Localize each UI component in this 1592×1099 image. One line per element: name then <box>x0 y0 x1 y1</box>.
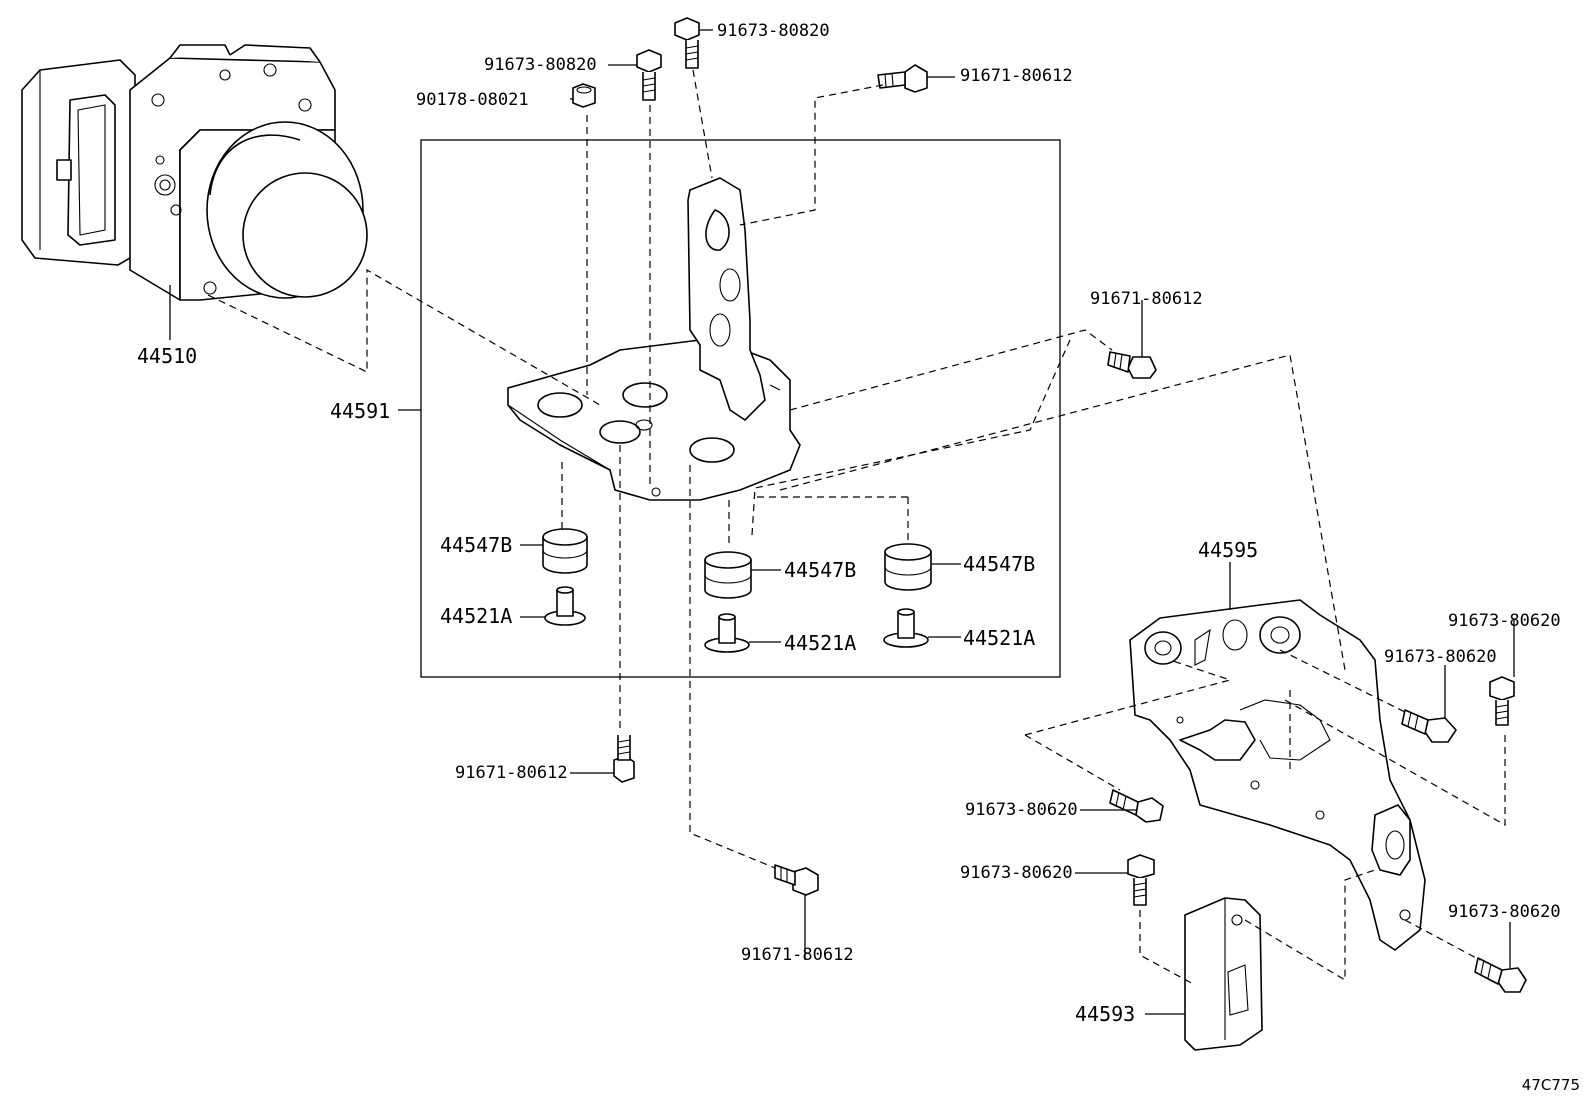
label-bolt-lower-left: 91671-80612 <box>455 763 568 783</box>
cushion-drawing-1 <box>542 528 588 574</box>
bolt-drawing-r2 <box>1401 709 1457 743</box>
bolt-drawing-r3 <box>1109 789 1164 823</box>
bolt-drawing-r4 <box>1127 854 1155 906</box>
nut-drawing-top <box>572 83 596 108</box>
bolt-drawing-top-2 <box>636 49 662 101</box>
label-cushion-2: 44547B <box>784 558 856 582</box>
label-bolt-r5: 91673-80620 <box>1448 902 1561 922</box>
bolt-drawing-r5 <box>1474 957 1527 993</box>
bolt-drawing-mid-right <box>1107 351 1157 379</box>
collar-drawing-3 <box>883 608 929 648</box>
label-cushion-1: 44547B <box>440 533 512 557</box>
assembly-group-box <box>420 139 1061 678</box>
bolt-drawing-lower-left <box>613 735 635 783</box>
bolt-drawing-top-right <box>877 64 928 93</box>
main-bracket-drawing <box>507 177 801 501</box>
collar-drawing-2 <box>704 613 750 653</box>
label-bolt-top-1: 91673-80820 <box>717 21 830 41</box>
reference-code: 47C775 <box>1522 1076 1580 1094</box>
abs-actuator-drawing <box>21 44 368 301</box>
side-bracket-drawing <box>1129 599 1426 951</box>
label-actuator: 44510 <box>137 344 197 368</box>
label-collar-3: 44521A <box>963 626 1035 650</box>
label-bolt-mid-right: 91671-80612 <box>1090 289 1203 309</box>
cushion-drawing-3 <box>884 543 932 591</box>
label-bolt-bottom-mid: 91671-80612 <box>741 945 854 965</box>
assembly-lines <box>207 69 1506 986</box>
label-cover: 44593 <box>1075 1002 1135 1026</box>
label-bolt-r4: 91673-80620 <box>960 863 1073 883</box>
leader-lines <box>169 29 1515 1015</box>
label-bolt-r1: 91673-80620 <box>1448 611 1561 631</box>
label-collar-1: 44521A <box>440 604 512 628</box>
bolt-drawing-top-1 <box>674 17 700 69</box>
label-bolt-r3: 91673-80620 <box>965 800 1078 820</box>
label-bolt-top-2: 91673-80820 <box>484 55 597 75</box>
bolt-drawing-r1 <box>1489 676 1515 726</box>
bolt-drawing-bottom-mid <box>774 864 819 896</box>
part-labels: 44510 44591 44595 44593 44547B 44547B 44… <box>137 21 1561 1026</box>
label-bracket: 44595 <box>1198 538 1258 562</box>
label-bolt-r2: 91673-80620 <box>1384 647 1497 667</box>
collar-drawing-1 <box>544 586 586 626</box>
label-bracket-assy: 44591 <box>330 399 390 423</box>
label-bolt-top-right: 91671-80612 <box>960 66 1073 86</box>
label-nut-top: 90178-08021 <box>416 90 529 110</box>
label-collar-2: 44521A <box>784 631 856 655</box>
cushion-drawing-2 <box>704 551 752 599</box>
cover-drawing <box>1184 897 1263 1051</box>
label-cushion-3: 44547B <box>963 552 1035 576</box>
